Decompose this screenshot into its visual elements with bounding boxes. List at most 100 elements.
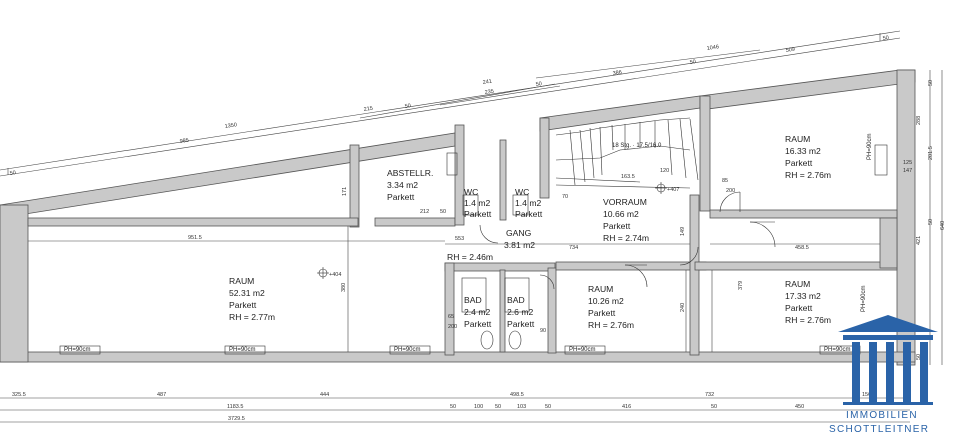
bottom-dim-1183-5: 1183.5: [227, 404, 243, 410]
right-dimensions: 50 288 201.5 421 50 640 50: [916, 70, 946, 365]
window-label-7: PH=90cm: [861, 285, 867, 312]
bottom-dim-50a: 50: [450, 404, 456, 410]
dim-85: 85: [722, 178, 728, 184]
bottom-dim-498-5: 498.5: [510, 392, 524, 398]
dim-553: 553: [455, 236, 464, 242]
top-dimension-labels: 1046 50 509 50 386 50 241 235 1350 985 2…: [9, 35, 889, 177]
dim-509: 509: [785, 47, 795, 54]
window-label-3: PH=90cm: [394, 347, 421, 353]
right-dim-201-5: 201.5: [928, 146, 934, 160]
dim-147: 147: [903, 168, 912, 174]
room-2-name: ABSTELLR.: [387, 168, 433, 178]
room-9-area: 10.26 m2: [588, 296, 624, 306]
dim-163-5: 163.5: [621, 174, 635, 180]
window-label-6: PH=90cm: [867, 133, 873, 160]
sanitary-fixtures: [461, 194, 530, 350]
dim-50a: 50: [689, 59, 696, 66]
room-8-area: 2.6 m2: [507, 307, 533, 317]
room-8-floor: Parkett: [507, 319, 535, 329]
right-dim-421: 421: [916, 236, 922, 245]
dim-200a: 200: [448, 324, 457, 330]
room-5-floor: Parkett: [603, 221, 631, 231]
dim-149: 149: [680, 227, 686, 236]
room-5-name: VORRAUM: [603, 197, 647, 207]
dim-65: 65: [448, 314, 454, 320]
bottom-dim-50d: 50: [711, 404, 717, 410]
room-7-floor: Parkett: [464, 319, 492, 329]
room-4-area: 1.4 m2: [515, 198, 541, 208]
logo-line1: IMMOBILIEN: [846, 410, 918, 421]
window-label-2: PH=90cm: [229, 347, 256, 353]
dim-120: 120: [660, 168, 669, 174]
dim-1350: 1350: [224, 122, 237, 130]
room-9-name: RAUM: [588, 284, 613, 294]
room-7-name: BAD: [464, 295, 482, 305]
room-1-area: 52.31 m2: [229, 288, 265, 298]
room-labels: RAUM 52.31 m2 Parkett RH = 2.77m ABSTELL…: [229, 134, 831, 330]
bottom-dim-444: 444: [320, 392, 329, 398]
right-dim-50b: 50: [928, 219, 934, 225]
room-1-floor: Parkett: [229, 300, 257, 310]
right-dim-640: 640: [940, 221, 946, 230]
dim-70: 70: [562, 194, 568, 200]
dim-951-5: 951.5: [188, 235, 202, 241]
windows: PH=90cm PH=90cm PH=90cm PH=90cm PH=90cm …: [59, 133, 888, 355]
room-2-area: 3.34 m2: [387, 180, 418, 190]
bottom-dim-325-5: 325.5: [12, 392, 26, 398]
dim-125: 125: [903, 160, 912, 166]
right-dim-288: 288: [916, 116, 922, 125]
dim-171: 171: [342, 187, 348, 196]
bottom-dim-732: 732: [705, 392, 714, 398]
room-1-name: RAUM: [229, 276, 254, 286]
room-2-floor: Parkett: [387, 192, 415, 202]
dim-1046: 1046: [706, 44, 719, 52]
room-11-height: RH = 2.76m: [785, 315, 831, 325]
bottom-dim-50b: 50: [495, 404, 501, 410]
bottom-dim-487: 487: [157, 392, 166, 398]
room-3-area: 1.4 m2: [464, 198, 490, 208]
bottom-dimensions: 325.5 487 444 498.5 732 156 1183.5 50 10…: [0, 392, 910, 423]
logo-line2: SCHOTTLEITNER: [829, 424, 929, 435]
room-1-height: RH = 2.77m: [229, 312, 275, 322]
room-9-height: RH = 2.76m: [588, 320, 634, 330]
level-mark-1: +404: [329, 272, 341, 278]
room-5-area: 10.66 m2: [603, 209, 639, 219]
dim-458-5: 458.5: [795, 245, 809, 251]
dim-50b: 50: [882, 35, 889, 42]
dim-734: 734: [569, 245, 578, 251]
room-11-floor: Parkett: [785, 303, 813, 313]
stairs-label: 18 Stg. · 17.5/16.0: [612, 143, 662, 149]
room-10-area: 16.33 m2: [785, 146, 821, 156]
window-label-4: PH=90cm: [569, 347, 596, 353]
bottom-dim-103: 103: [517, 404, 526, 410]
dim-386: 386: [612, 70, 622, 77]
room-6-name: GANG: [506, 228, 532, 238]
room-8-name: BAD: [507, 295, 525, 305]
level-mark-2: +407: [667, 187, 679, 193]
bottom-dim-50c: 50: [545, 404, 551, 410]
bottom-dim-156: 156: [862, 392, 871, 398]
room-4-floor: Parkett: [515, 209, 543, 219]
room-9-floor: Parkett: [588, 308, 616, 318]
room-3-floor: Parkett: [464, 209, 492, 219]
dim-90: 90: [540, 328, 546, 334]
top-dimension-lines: [0, 30, 901, 177]
company-logo: IMMOBILIEN SCHOTTLEITNER: [829, 315, 938, 435]
room-7-area: 2.4 m2: [464, 307, 490, 317]
dim-200b: 200: [726, 188, 735, 194]
dim-50e: 50: [404, 103, 411, 110]
dim-379: 379: [738, 281, 744, 290]
bottom-dim-416: 416: [622, 404, 631, 410]
room-11-name: RAUM: [785, 279, 810, 289]
dim-50c: 50: [535, 81, 542, 88]
room-11-area: 17.33 m2: [785, 291, 821, 301]
window-label-1: PH=90cm: [64, 347, 91, 353]
dim-212: 212: [420, 209, 429, 215]
total-dimension: 3729.5: [228, 416, 245, 422]
room-5-height: RH = 2.74m: [603, 233, 649, 243]
window-label-5: PH=90cm: [824, 347, 851, 353]
room-6-height: RH = 2.46m: [447, 252, 493, 262]
dim-215: 215: [363, 106, 373, 113]
room-4-name: WC: [515, 187, 529, 197]
